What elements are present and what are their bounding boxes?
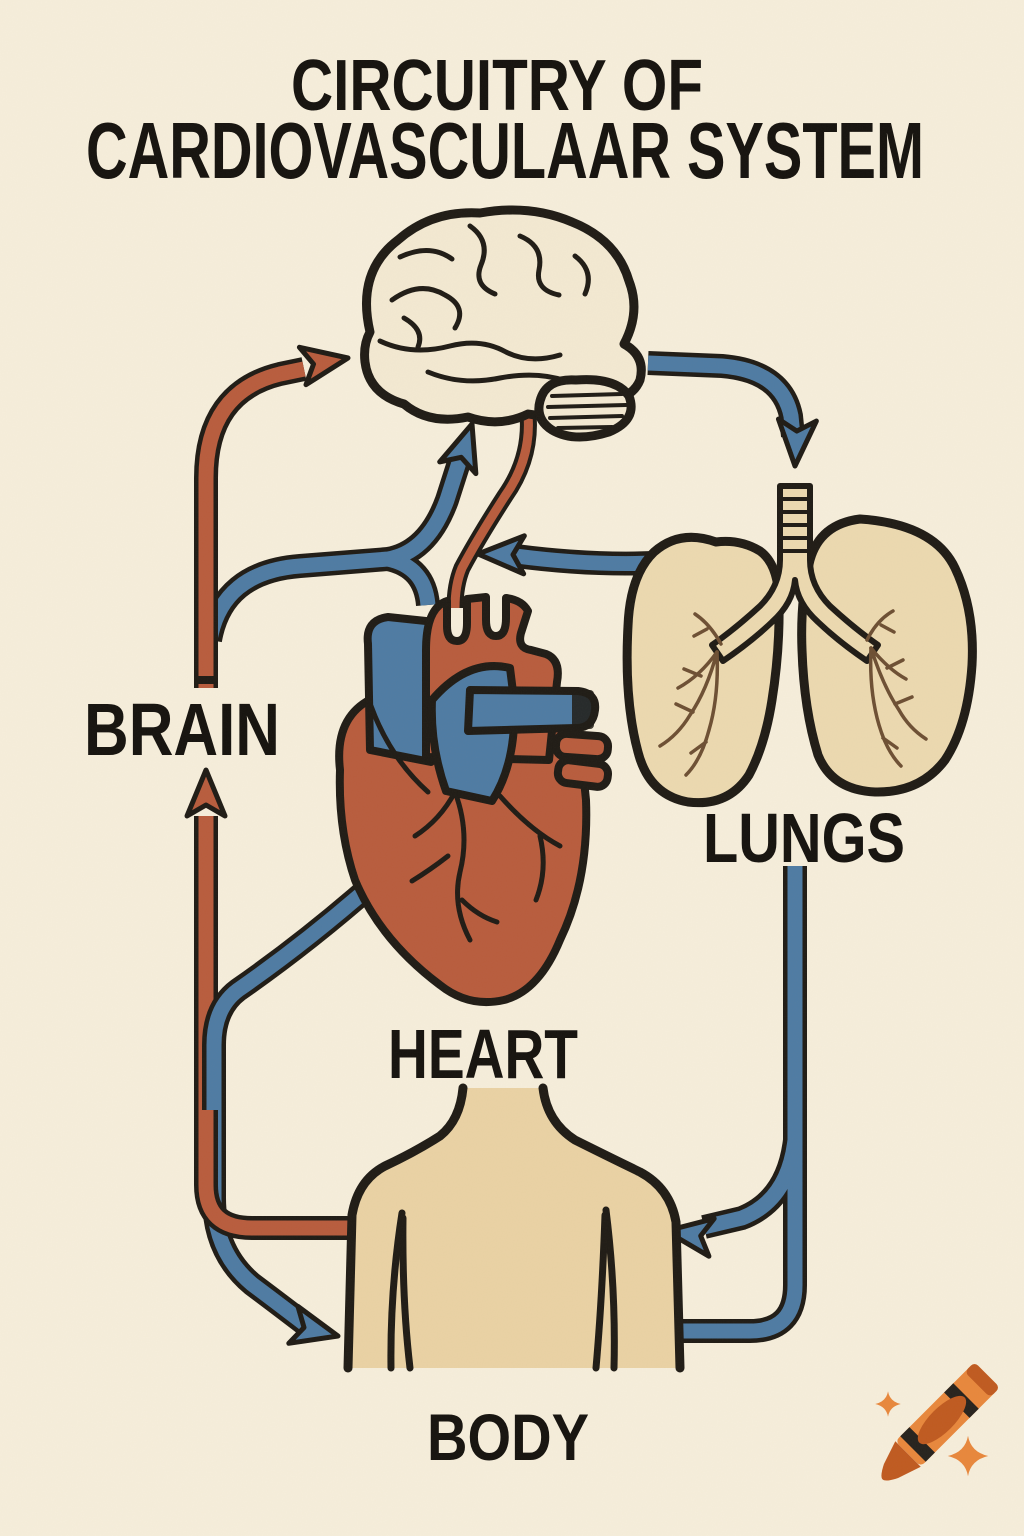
paper-grain-overlay [0, 0, 1024, 1536]
cardiovascular-circuit-poster: CIRCUITRY OF CARDIOVASCULAAR SYSTEM BRAI… [0, 0, 1024, 1536]
